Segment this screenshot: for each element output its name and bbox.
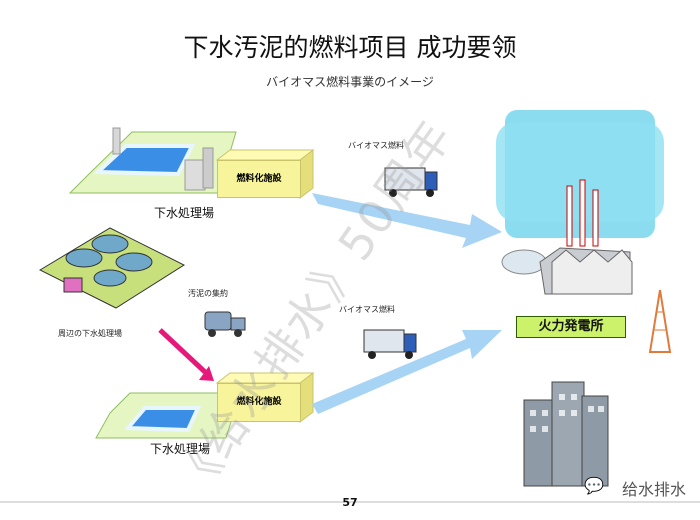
fuel-facility-top-label: 燃料化施設 [236,171,281,184]
page-number: 57 [0,496,700,509]
nearby-plant-label: 周辺の下水処理場 [58,328,122,339]
biomass-truck-bottom-icon [364,330,416,359]
nearby-sewage-plant-illustration [40,228,184,308]
sewage-plant-top-illustration [70,128,236,193]
sludge-collection-label: 汚泥の集約 [188,288,228,299]
logo-text: 给水排水 [622,476,686,500]
sewage-plant-top-label: 下水処理場 [154,204,214,221]
sludge-truck-icon [205,312,245,337]
fuel-facility-top: 燃料化施設 [217,160,301,198]
sludge-arrow [160,330,214,381]
city-buildings-illustration [524,382,608,486]
chat-bubble-icon: 💬 [584,476,604,495]
power-plant-label: 火力発電所 [516,316,626,338]
transmission-tower-icon [650,290,670,352]
